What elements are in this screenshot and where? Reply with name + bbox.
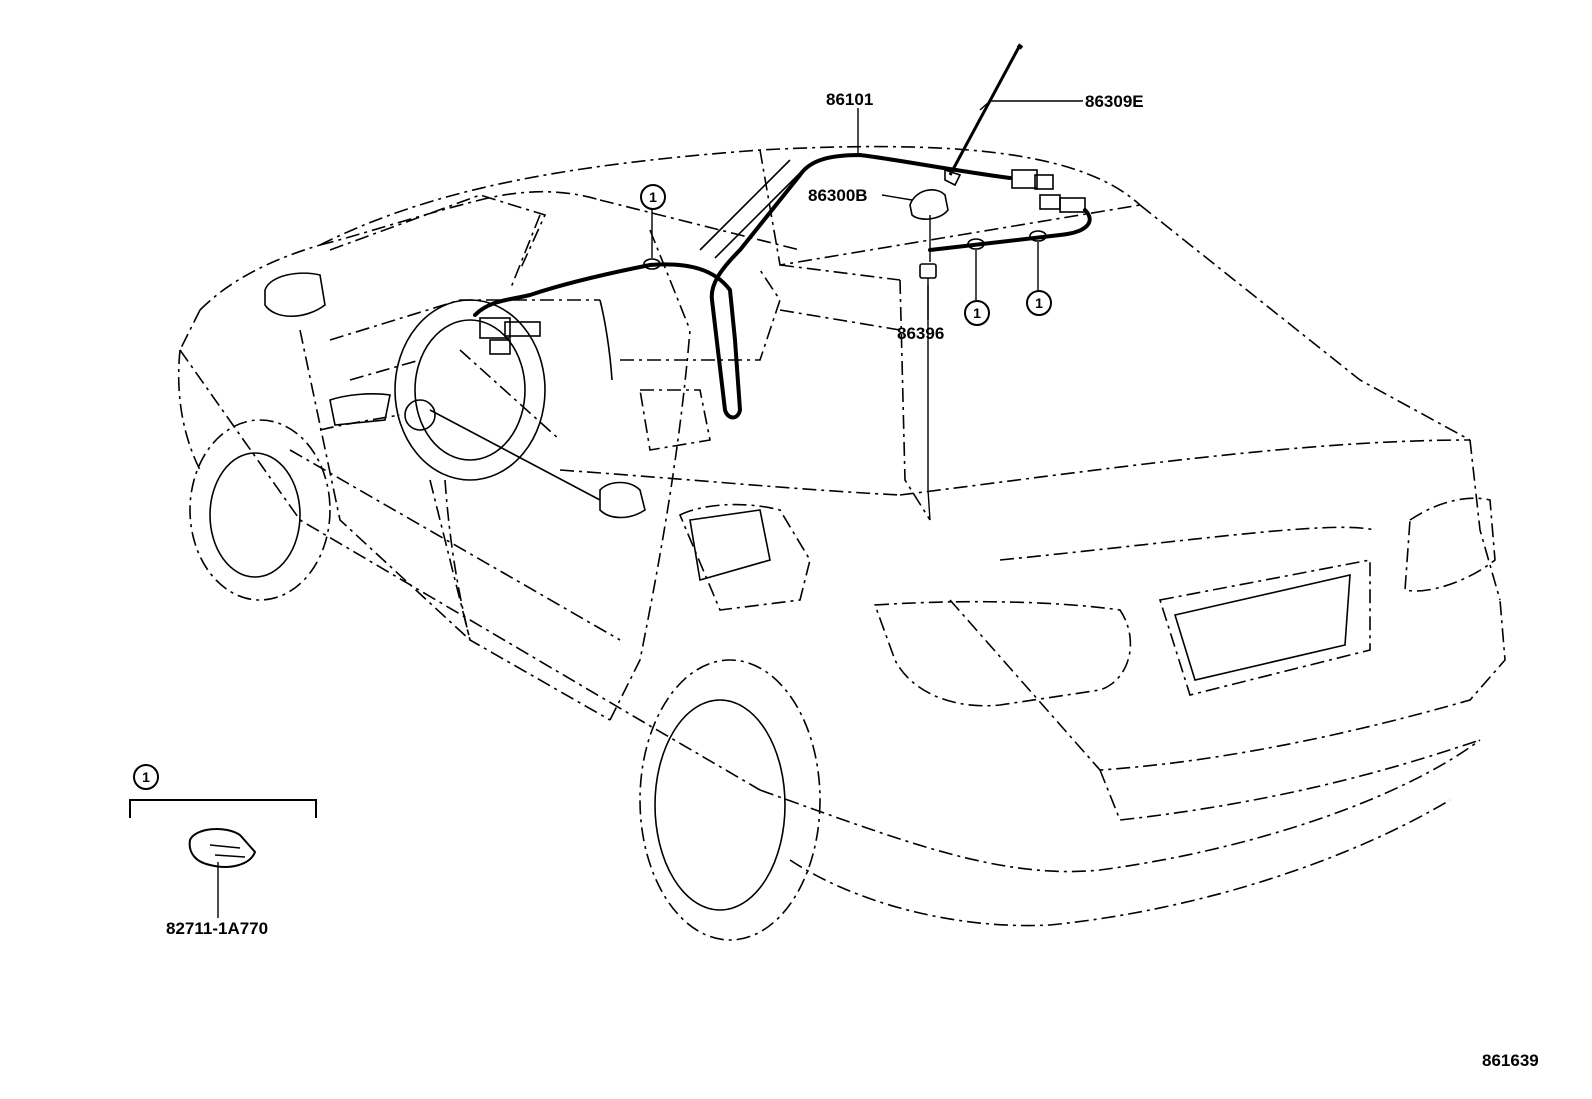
- leader-lines: [217, 100, 1083, 918]
- callout-clip-rear-2: 1: [1026, 290, 1052, 316]
- callout-kit-group: 1: [133, 764, 159, 790]
- label-antenna-base: 86300B: [808, 186, 868, 205]
- label-antenna-pad: 86396: [897, 324, 945, 343]
- callout-clip-rear-1: 1: [964, 300, 990, 326]
- label-feeder-cable: 86101: [826, 90, 874, 109]
- kit-group-inset: [129, 799, 317, 868]
- clip-front: [643, 258, 661, 270]
- clip-rear-2: [1029, 230, 1047, 242]
- antenna-pad-icon: [919, 263, 937, 279]
- callout-clip-front: 1: [640, 184, 666, 210]
- cable-clips: [643, 230, 1047, 270]
- label-clamp-part: 82711-1A770: [166, 919, 269, 938]
- antenna-assembly: [909, 43, 1024, 521]
- feeder-cable-harness: [473, 153, 1092, 420]
- antenna-base-icon: [909, 189, 949, 220]
- clip-rear-1: [967, 238, 985, 250]
- clamp-icon: [188, 828, 257, 868]
- antenna-rod-icon: [948, 44, 1022, 176]
- car-body-outline: [177, 145, 1506, 941]
- diagram-reference-number: 861639: [1482, 1051, 1539, 1070]
- label-antenna-rod: 86309E: [1085, 92, 1144, 111]
